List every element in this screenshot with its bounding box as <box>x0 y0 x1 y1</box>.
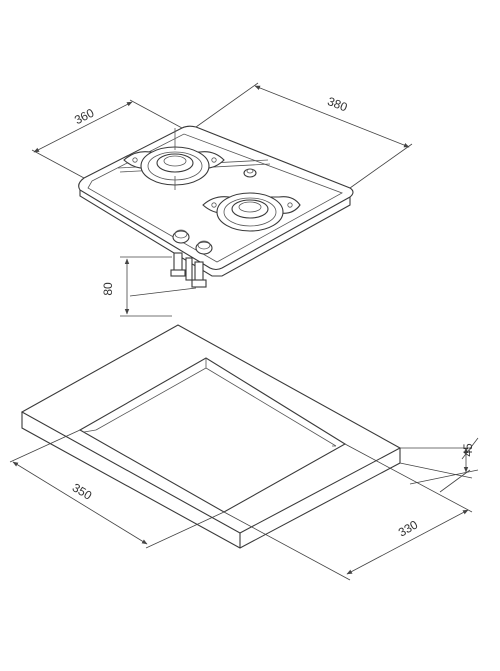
dim-cutout-width: 330 <box>223 443 473 581</box>
cutout-inner-wall <box>95 358 337 447</box>
countertop <box>20 324 402 549</box>
dim-hob-height: 80 <box>101 256 197 317</box>
gas-fittings <box>170 252 207 288</box>
dim-label-380: 380 <box>326 94 350 114</box>
burner-right <box>202 192 301 232</box>
dim-label-45: 45 <box>461 443 475 457</box>
dim-label-360: 360 <box>72 106 96 128</box>
hob-plate-edge <box>79 190 351 277</box>
burner-left <box>123 128 225 190</box>
dim-hob-width: 380 <box>195 82 413 189</box>
dim-label-330: 330 <box>396 517 421 539</box>
hob-inner-rim <box>87 133 343 263</box>
dim-counter-thickness: 45 <box>399 437 479 493</box>
gas-hob <box>78 125 354 288</box>
control-knob-1 <box>172 229 190 244</box>
dim-label-80: 80 <box>101 282 115 296</box>
control-knob-2 <box>195 240 213 255</box>
